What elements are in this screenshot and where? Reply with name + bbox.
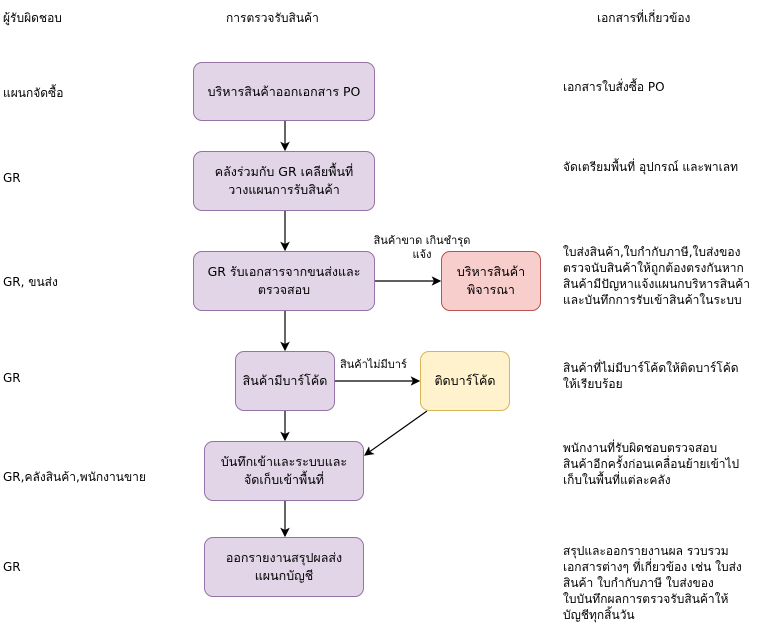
responsible-1: แผนกจัดซื้อ — [3, 86, 64, 100]
responsible-2: GR — [3, 171, 21, 185]
header-documents: เอกสารที่เกี่ยวข้อง — [597, 11, 691, 25]
step-report[interactable]: ออกรายงานสรุปผลส่ง แผนกบัญชี — [204, 537, 364, 597]
edge-label-damaged: สินค้าขาด เกินชำรุด แจ้ง — [373, 234, 471, 261]
responsible-5: GR,คลังสินค้า,พนักงานขาย — [3, 470, 146, 484]
edge-label-no-barcode: สินค้าไม่มีบาร์ — [340, 358, 407, 372]
document-2: จัดเตรียมพื้นที่ อุปกรณ์ และพาเลท — [563, 160, 738, 174]
document-6: สรุปและออกรายงานผล รวบรวม เอกสารต่างๆ ที… — [563, 544, 742, 622]
header-process: การตรวจรับสินค้า — [226, 11, 319, 25]
document-4: สินค้าที่ไม่มีบาร์โค้ดให้ติดบาร์โค้ด ให้… — [563, 361, 739, 391]
step-has-barcode[interactable]: สินค้ามีบาร์โค้ด — [235, 351, 335, 411]
step-record-store[interactable]: บันทึกเข้าและระบบและ จัดเก็บเข้าพื้นที่ — [204, 441, 364, 501]
responsible-6: GR — [3, 560, 21, 574]
step-management-review[interactable]: บริหารสินค้า พิจารณา — [441, 251, 541, 311]
step-issue-po[interactable]: บริหารสินค้าออกเอกสาร PO — [193, 62, 375, 121]
document-5: พนักงานที่รับผิดชอบตรวจสอบ สินค้าอีกครั้… — [563, 441, 740, 487]
step-receive-docs[interactable]: GR รับเอกสารจากขนส่งและ ตรวจสอบ — [193, 251, 375, 311]
header-responsible: ผู้รับผิดชอบ — [3, 11, 62, 25]
document-1: เอกสารใบสั่งซื้อ PO — [563, 80, 665, 94]
step-prepare-area[interactable]: คลังร่วมกับ GR เคลียพื้นที่ วางแผนการรับ… — [193, 151, 375, 211]
responsible-4: GR — [3, 371, 21, 385]
document-3: ใบส่งสินค้า,ใบกำกับภาษี,ใบส่งของ ตรวจนับ… — [563, 245, 751, 307]
responsible-3: GR, ขนส่ง — [3, 275, 58, 289]
step-attach-barcode[interactable]: ติดบาร์โค้ด — [420, 351, 510, 411]
arrow-6-7 — [364, 410, 428, 456]
